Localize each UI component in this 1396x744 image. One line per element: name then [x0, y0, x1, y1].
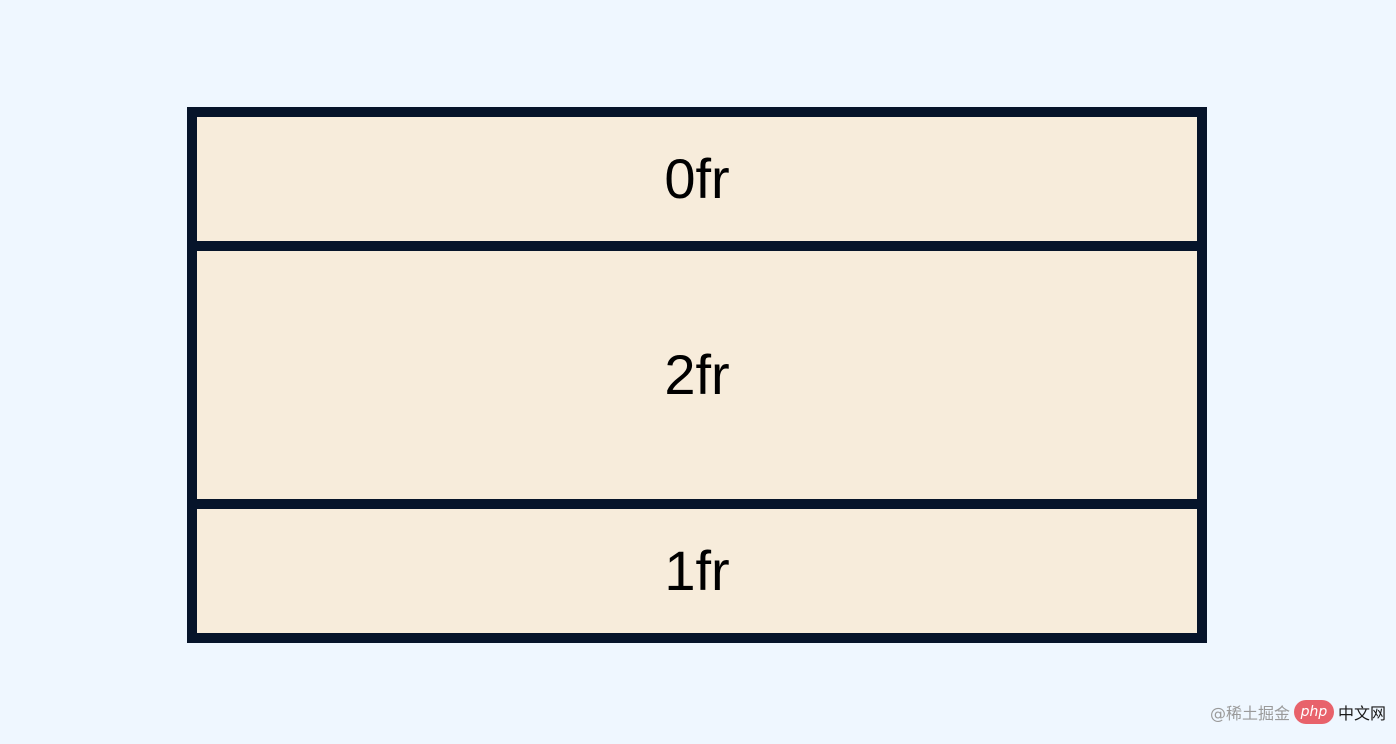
row-label: 2fr: [664, 343, 730, 406]
row-label: 1fr: [664, 539, 730, 602]
php-logo-icon: php: [1293, 700, 1334, 724]
watermark-prefix: @稀土掘金: [1209, 704, 1290, 723]
watermark: @稀土掘金 php 中文网: [1210, 700, 1386, 724]
grid-row-0fr: 0fr: [197, 117, 1197, 241]
watermark-suffix: 中文网: [1337, 704, 1386, 723]
grid-row-1fr: 1fr: [197, 509, 1197, 633]
grid-container: 0fr 2fr 1fr: [187, 107, 1207, 643]
grid-row-2fr: 2fr: [197, 251, 1197, 499]
row-label: 0fr: [664, 147, 730, 210]
